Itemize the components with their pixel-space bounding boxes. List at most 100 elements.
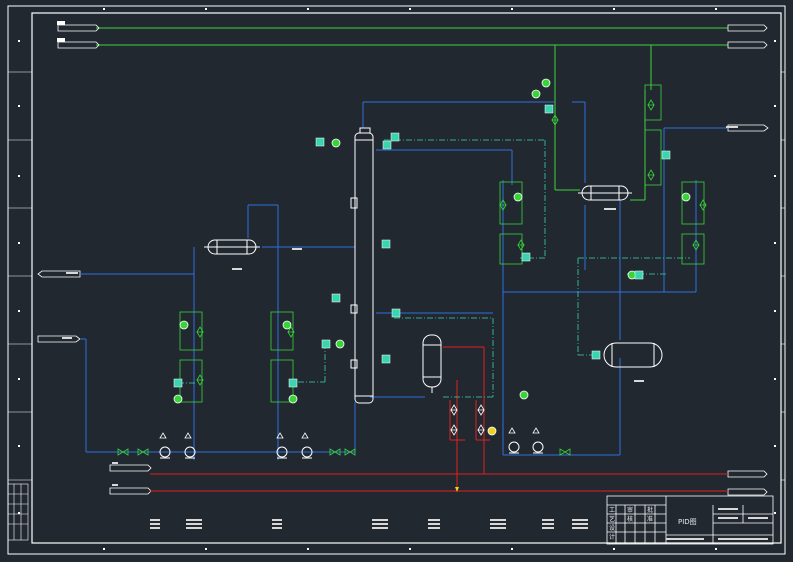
controller-icon (331, 293, 341, 303)
valve-icon (477, 424, 485, 436)
flag-icon (37, 270, 81, 278)
controller-icon (390, 132, 400, 142)
controller-icon (544, 104, 554, 114)
flag-icon (109, 487, 152, 495)
controller-icon (321, 339, 331, 349)
controller-icon (661, 150, 671, 160)
revision-block (7, 483, 29, 541)
controller-icon (591, 350, 601, 360)
valve-icon (117, 448, 129, 456)
heat-exchanger (204, 239, 260, 255)
valve-icon (184, 432, 192, 439)
instrument-squares (173, 104, 671, 388)
valve-icon (137, 448, 149, 456)
title-block-cells: 工 艺 设 计 审 核 批 准 (609, 506, 653, 541)
valve-icon (159, 432, 167, 439)
instrument-icon (513, 192, 523, 202)
pump (159, 446, 171, 458)
instrument-icon (681, 192, 691, 202)
tag-label-marks (62, 126, 768, 540)
valve-icon (477, 404, 485, 416)
valve-icon (196, 326, 204, 338)
pumps (159, 441, 544, 459)
valve-icon (559, 448, 571, 456)
controller-icon (382, 140, 392, 150)
instrument-icon (519, 390, 529, 400)
valve-icon (329, 448, 341, 456)
tb-cell: 批 (647, 506, 653, 514)
flag-icon (57, 24, 100, 32)
instrument-icon (531, 89, 541, 99)
controller-icon (391, 308, 401, 318)
instrument-icon (487, 426, 497, 436)
instrument-icon (179, 320, 189, 330)
reboiler (422, 334, 442, 393)
controller-icon (315, 137, 325, 147)
valve-icon (532, 427, 540, 434)
valve-icon (287, 326, 295, 338)
controller-icon (173, 378, 183, 388)
instrument-icon (282, 320, 292, 330)
reflux-drum (603, 342, 663, 368)
valve-icon (647, 99, 655, 111)
zone-grid-lines (8, 71, 785, 481)
process-lines (80, 101, 728, 460)
flag-icon (727, 470, 768, 478)
flag-icon (727, 124, 769, 132)
pump (301, 446, 313, 458)
flag-tab-marks (57, 21, 65, 42)
zone-markers (18, 8, 776, 550)
line-flags (37, 24, 769, 496)
controller-icon (521, 252, 531, 262)
distillation-column (350, 127, 374, 404)
tb-cell: 准 (647, 515, 653, 523)
instrument-signal-lines (178, 136, 690, 398)
valve-icon (551, 114, 559, 126)
flag-icon (37, 335, 81, 343)
tb-cell: 艺 (609, 515, 615, 523)
instrument-bubbles (173, 78, 691, 436)
tb-cell: 核 (627, 515, 633, 523)
pump (532, 441, 544, 453)
valve-icon (508, 427, 516, 434)
valves (117, 99, 707, 456)
steam-valves (159, 404, 540, 439)
flag-icon (727, 488, 768, 496)
valve-icon (699, 199, 707, 211)
drawing-title: PID图 (678, 518, 697, 526)
valve-icon (450, 404, 458, 416)
flag-icon (727, 24, 768, 32)
instrument-icon (335, 339, 345, 349)
instrument-icon (288, 394, 298, 404)
tb-cell: 审 (627, 506, 633, 514)
arrow-icon (455, 487, 459, 492)
flag-icon (109, 464, 152, 472)
controller-icon (381, 354, 391, 364)
sheet-border (7, 5, 786, 555)
valve-icon (499, 199, 507, 211)
valve-icon (517, 239, 525, 251)
valve-icon (276, 432, 284, 439)
pump (276, 446, 288, 458)
tb-cell: 计 (609, 533, 615, 541)
tb-cell: 设 (609, 524, 615, 532)
controller-icon (381, 239, 391, 249)
controller-icon (288, 378, 298, 388)
flag-icon (57, 41, 100, 49)
pump (508, 441, 520, 453)
valve-icon (301, 432, 309, 439)
title-block (606, 495, 774, 545)
tb-cell: 工 (609, 507, 615, 514)
instrument-icon (331, 138, 341, 148)
instrument-icon (173, 394, 183, 404)
flag-icon (727, 41, 768, 49)
instrument-icon (541, 78, 551, 88)
controller-icon (634, 270, 644, 280)
pump (184, 446, 196, 458)
valve-icon (196, 374, 204, 386)
valve-icon (647, 169, 655, 181)
heat-exchanger (578, 185, 632, 201)
valve-icon (450, 424, 458, 436)
